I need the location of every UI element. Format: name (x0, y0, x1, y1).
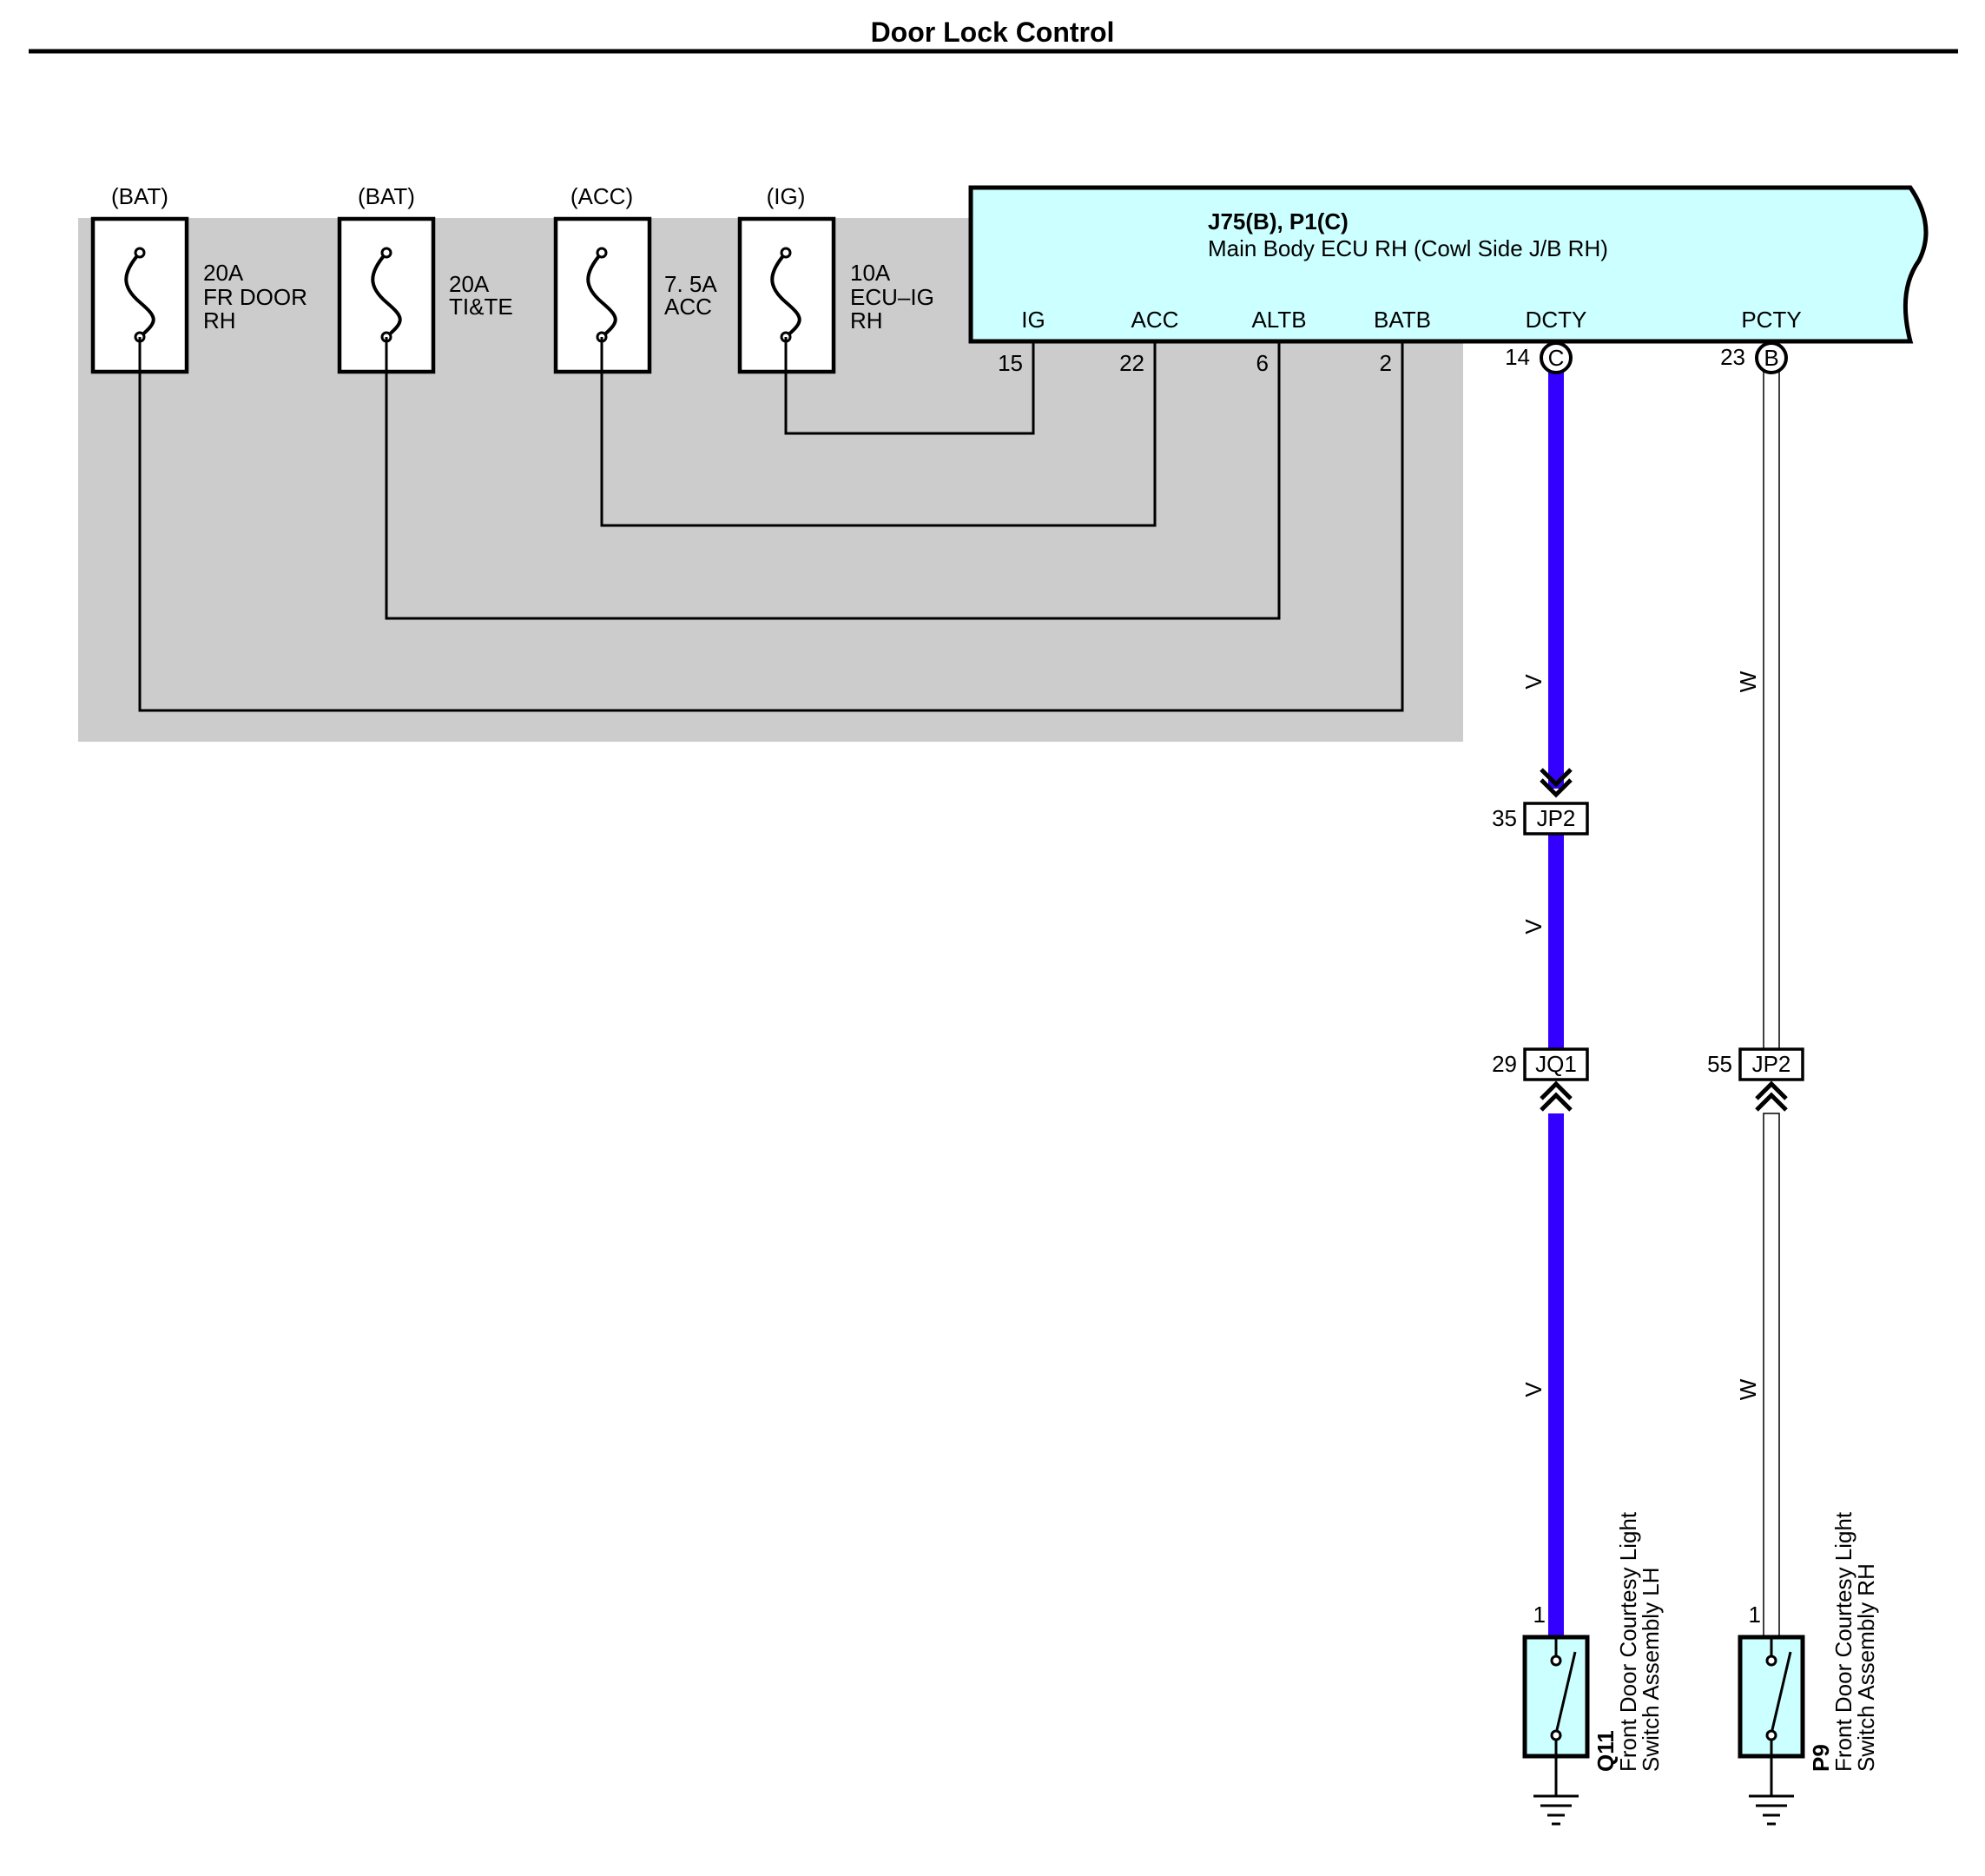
fuse-3-rating: 7. 5A (664, 271, 717, 297)
pin-acc: 22 (1119, 350, 1144, 376)
wire-acc (600, 337, 1157, 527)
white-wire-lower (1763, 1113, 1780, 1638)
fuse-4-rating: 10A (850, 260, 891, 286)
wire-altb (385, 337, 1281, 620)
violet-wire-middle (1548, 834, 1564, 1049)
terminal-dcty: DCTY (1526, 307, 1587, 333)
fuse-4-name-2: RH (850, 307, 883, 334)
connector-jp2-right (1738, 1047, 1804, 1081)
fuse-icon (124, 247, 155, 343)
fuse-1-source: (BAT) (111, 183, 168, 209)
fuse-1-rating: 20A (203, 260, 244, 286)
switch-p9-name-2: Switch Assembly RH (1853, 1563, 1879, 1772)
door-switch-icon (1550, 1637, 1577, 1756)
connector-jq1-name: JQ1 (1535, 1051, 1577, 1077)
ecu-name: Main Body ECU RH (Cowl Side J/B RH) (1208, 235, 1608, 261)
terminal-batb: BATB (1374, 307, 1431, 333)
switch-p9-code: P9 (1808, 1744, 1834, 1772)
wire-ig (784, 337, 1035, 435)
switch-p9-name-1: Front Door Courtesy Light (1830, 1511, 1856, 1772)
fuse-icon (770, 247, 801, 343)
connector-c-label: C (1548, 345, 1565, 371)
pin-pcty: 23 (1720, 344, 1745, 370)
fuse-4-name: ECU–IG (850, 284, 934, 310)
connector-jq1 (1523, 1047, 1589, 1081)
wire-color-label: W (1735, 1378, 1761, 1400)
pin-dcty: 14 (1505, 344, 1530, 370)
pin-ig: 15 (998, 350, 1023, 376)
switch-p9-pin: 1 (1749, 1602, 1761, 1628)
diagram-title: Door Lock Control (871, 17, 1115, 48)
switch-q11-name-1: Front Door Courtesy Light (1615, 1511, 1641, 1772)
white-wire-upper (1763, 371, 1780, 1050)
ground-icon (1749, 1756, 1794, 1826)
violet-wire-upper (1548, 372, 1564, 789)
chevron-up-icon (1755, 1080, 1788, 1112)
terminal-pcty: PCTY (1741, 307, 1801, 333)
connector-jp2-right-pin: 55 (1707, 1051, 1732, 1077)
connector-c-badge (1540, 341, 1573, 374)
fuse-1-name-2: RH (203, 307, 236, 334)
chevron-down-icon (1540, 768, 1573, 798)
terminal-acc: ACC (1131, 307, 1179, 333)
connector-b-badge (1755, 341, 1788, 374)
switch-q11-code: Q11 (1593, 1730, 1619, 1772)
fuse-3-source: (ACC) (570, 183, 633, 209)
terminal-ig: IG (1021, 307, 1045, 333)
connector-jq1-pin: 29 (1492, 1051, 1517, 1077)
fuse-2-name: TI&TE (449, 294, 513, 320)
fuse-2-source: (BAT) (358, 183, 415, 209)
wire-color-label: V (1520, 919, 1546, 935)
pin-altb: 6 (1256, 350, 1269, 376)
fuse-1-name: FR DOOR (203, 284, 307, 310)
connector-b-label: B (1764, 345, 1778, 371)
fuse-3-name: ACC (664, 294, 712, 320)
switch-q11-name-2: Switch Assembly LH (1638, 1567, 1664, 1772)
chevron-up-icon (1540, 1080, 1573, 1112)
pin-batb: 2 (1380, 350, 1392, 376)
switch-q11-pin: 1 (1533, 1602, 1546, 1628)
connector-jp2-left (1523, 802, 1589, 836)
door-switch-icon (1765, 1637, 1792, 1756)
ecu-connector-codes: J75(B), P1(C) (1208, 208, 1349, 234)
ground-icon (1533, 1756, 1579, 1826)
connector-jp2-right-name: JP2 (1752, 1051, 1791, 1077)
wire-color-label: V (1520, 1382, 1546, 1397)
violet-wire-lower (1548, 1113, 1564, 1637)
wire-color-label: V (1520, 674, 1546, 690)
wire-color-label: W (1735, 670, 1761, 692)
wire-batb (138, 337, 1404, 712)
connector-jp2-left-pin: 35 (1492, 805, 1517, 831)
connector-jp2-left-name: JP2 (1537, 805, 1576, 831)
terminal-altb: ALTB (1251, 307, 1306, 333)
ecu-box (968, 185, 1929, 344)
fuse-4-source: (IG) (767, 183, 806, 209)
fuse-2-rating: 20A (449, 271, 490, 297)
